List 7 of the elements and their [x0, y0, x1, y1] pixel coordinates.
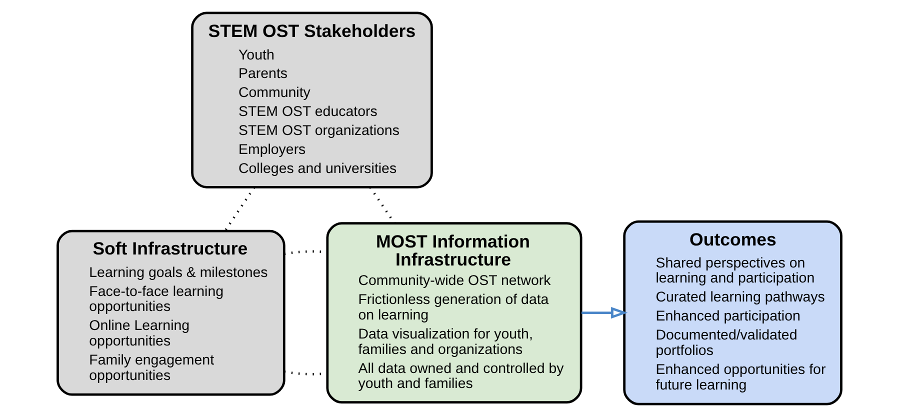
node-box: Soft Infrastructure Learning goals & milestones Face-to-face learning opportunities Online Learning opportunities Family engagement opportunities — [56, 230, 286, 396]
node-box: STEM OST Stakeholders Youth Parents Community STEM OST educators STEM OST organizations Employers Colleges and universities — [191, 12, 433, 188]
node-box: Outcomes Shared perspectives on learning and participation Curated learning pathways Enhanced participation Documented/validated portfolios Enhanced opportunities for future learning — [623, 220, 842, 406]
arrow — [582, 306, 628, 319]
node-box: MOST Information Infrastructure Community-wide OST network Frictionless generation of data on learning Data visualization for youth, families and organizations All data owned and controlled by youth and families — [326, 222, 582, 404]
connector — [224, 186, 256, 232]
connector — [369, 186, 396, 224]
